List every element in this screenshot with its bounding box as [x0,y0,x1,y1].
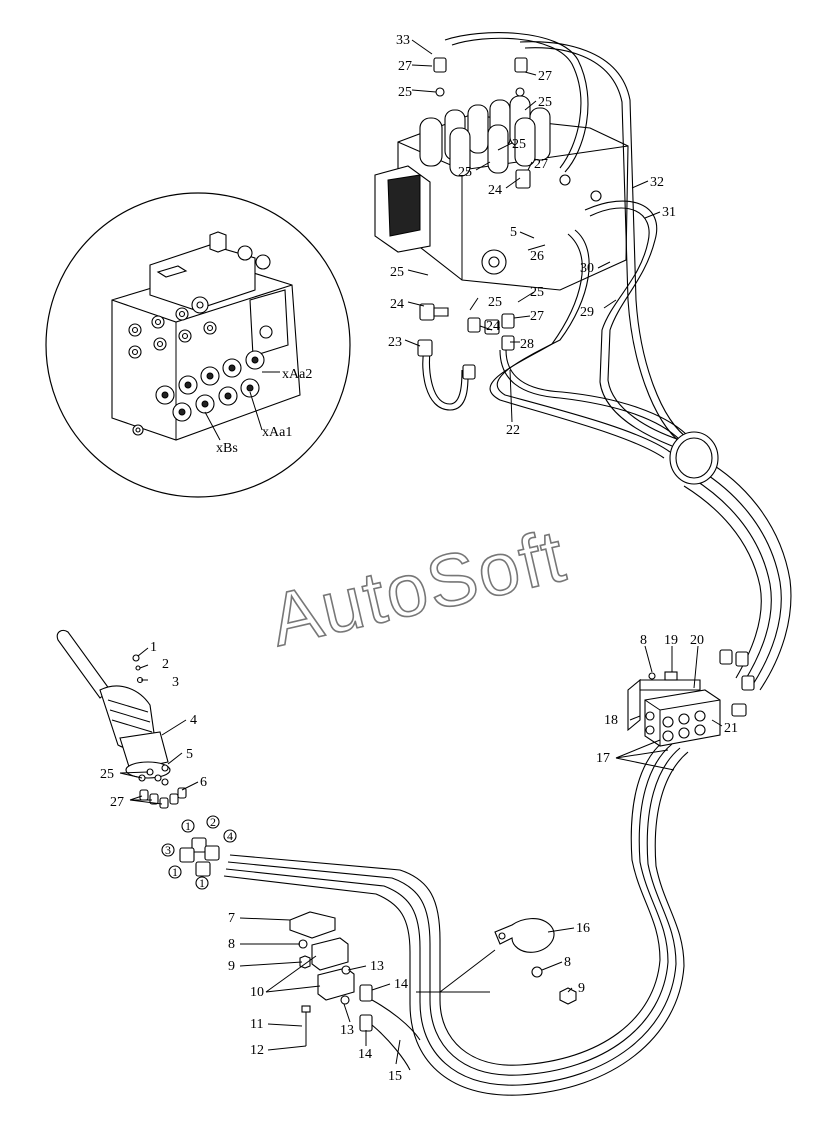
callout-14: 14 [394,977,408,992]
callout-27: 27 [534,157,548,172]
callout-24: 24 [486,319,500,334]
callout-27: 27 [110,795,124,810]
callout-10: 10 [250,985,264,1000]
callout-6: 6 [200,775,207,790]
port-marker-1b: 1 [172,865,178,879]
callout-27: 27 [398,59,412,74]
callout-26: 26 [530,249,544,264]
port-marker-4: 4 [227,829,233,843]
callout-15: 15 [388,1069,402,1084]
callout-24: 24 [488,183,502,198]
inset-pilot-ports [155,350,265,422]
callout-3: 3 [172,675,179,690]
callout-22: 22 [506,423,520,438]
callout-7: 7 [228,911,235,926]
callout-2: 2 [162,657,169,672]
callout-11: 11 [250,1017,263,1032]
pilot-joystick [56,629,187,809]
solenoid-row [419,95,551,177]
callout-27: 27 [530,309,544,324]
callout-13: 13 [340,1023,354,1038]
callout-31: 31 [662,205,676,220]
joystick-port-fittings: 1 2 3 4 1 1 [161,815,237,890]
callout-25: 25 [398,85,412,100]
hose-bundle [223,32,792,1096]
callout-16: 16 [576,921,590,936]
inset-label-xaa2: xAa2 [282,367,312,382]
callout-12: 12 [250,1043,264,1058]
callout-25: 25 [488,295,502,310]
port-marker-3: 3 [165,843,171,857]
callout-25: 25 [100,767,114,782]
callout-25: 25 [458,165,472,180]
callout-19: 19 [664,633,678,648]
watermark-text: AutoSoft [263,513,574,661]
callout-30: 30 [580,261,594,276]
callout-8: 8 [228,937,235,952]
callout-21: 21 [724,721,738,736]
callout-24: 24 [390,297,404,312]
callout-18: 18 [604,713,618,728]
callout-28: 28 [520,337,534,352]
callout-17: 17 [596,751,610,766]
callout-27: 27 [538,69,552,84]
callout-8: 8 [564,955,571,970]
port-marker-1c: 1 [199,876,205,890]
callout-9: 9 [578,981,585,996]
callout-1: 1 [150,640,157,655]
callout-9: 9 [228,959,235,974]
leader-lines [119,39,723,1065]
callout-20: 20 [690,633,704,648]
port-marker-2: 2 [210,815,216,829]
main-control-valve [374,95,629,291]
inset-label-xbs: xBs [216,441,238,456]
callout-4: 4 [190,713,197,728]
callout-5: 5 [510,225,517,240]
callout-14: 14 [358,1047,372,1062]
callout-23: 23 [388,335,402,350]
callout-25: 25 [530,285,544,300]
callout-33: 33 [396,33,410,48]
callout-25: 25 [538,95,552,110]
valve-detail-inset: xAa2 xAa1 xBs [45,192,351,498]
hose-clamp [494,918,577,1005]
inset-label-xaa1: xAa1 [262,425,292,440]
top-fittings [417,57,531,380]
callout-25: 25 [512,137,526,152]
callout-13: 13 [370,959,384,974]
callout-32: 32 [650,175,664,190]
pilot-manifold-bracket [627,649,755,747]
port-marker-1a: 1 [185,819,191,833]
callout-8: 8 [640,633,647,648]
callout-labels: 33 27 27 25 25 25 25 27 24 32 31 5 26 30… [100,33,738,1084]
lower-bracket-assembly [289,911,373,1046]
inset-valve-block [111,231,301,441]
callout-5: 5 [186,747,193,762]
inset-ports-upper [128,296,217,359]
callout-29: 29 [580,305,594,320]
callout-25: 25 [390,265,404,280]
